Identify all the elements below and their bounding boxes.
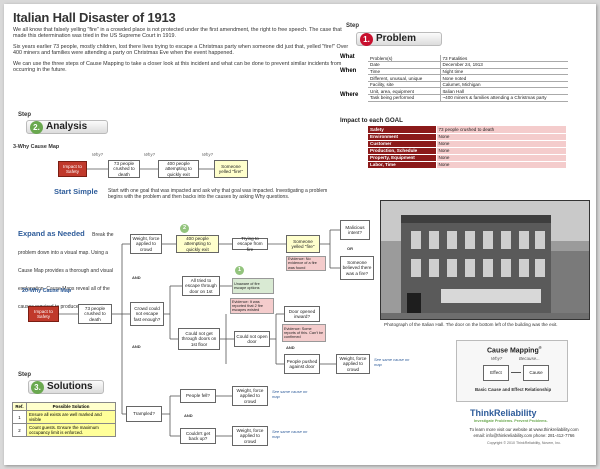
and-label: AND [184, 413, 193, 418]
and-label: AND [132, 344, 141, 349]
map-evidence-reports: Evidence: Some reports of this. Can't be… [282, 324, 326, 342]
solutions-header-solution: Possible Solution [27, 403, 116, 411]
three-why-impact-box: Impact to Safety [58, 161, 87, 177]
twenty-why-title: 20-Why Cause Map [22, 288, 71, 294]
step3-title: Solutions [47, 381, 93, 392]
step3-label: Step [18, 372, 31, 378]
logo-arrow [511, 372, 521, 373]
logo-effect-box: Effect [483, 365, 509, 381]
map-box-400-people: 400 people attempting to quickly exit [176, 235, 219, 253]
map-box-trampled: Trampled? [126, 406, 162, 422]
map-box-tried-door: All tried to escape through door on 1st [182, 276, 220, 296]
map-box-could-not-get-through: Could not get through doors on 1st floor [178, 328, 220, 350]
see-same-cause-note: See same cause on map [374, 358, 414, 367]
see-same-cause-note: See same cause on map [272, 390, 312, 399]
map-box-could-not-open: Could not open door [234, 331, 270, 347]
map-box-people-fell: People fell? [180, 389, 216, 403]
expand-title: Expand as Needed [18, 229, 85, 238]
three-why-box-exit: 400 people attempting to quickly exit [158, 160, 199, 178]
solution-ref: 2 [13, 424, 27, 437]
or-label: OR [347, 246, 353, 251]
brand-name: ThinkReliability [470, 408, 537, 418]
why-label: Why? [144, 152, 155, 157]
logo-cause-box: Cause [523, 365, 549, 381]
solutions-table: Ref. Possible Solution 1 Ensure all exis… [12, 402, 116, 437]
cause-mapping-title: Cause Mapping® [487, 345, 542, 354]
start-simple-text: Start with one goal that was impacted an… [108, 188, 336, 200]
photo-caption: Photograph of the Italian Hall. The door… [384, 322, 594, 327]
solution-row: 2 Count guests. Ensure the maximum occup… [13, 424, 116, 437]
map-box-crushed: 73 people crushed to death [78, 304, 112, 324]
three-why-box-crushed: 73 people crushed to death [108, 160, 140, 178]
logo-why-label: Why? [491, 356, 502, 361]
map-step-number: 2 [180, 224, 189, 233]
brand-copyright: Copyright © 2010 ThinkReliability, Novem… [454, 441, 594, 445]
solution-row: 1 Ensure all exists are well marked and … [13, 411, 116, 424]
and-label: AND [132, 275, 141, 280]
map-box-unaware: Unaware of fire escape options [232, 278, 274, 294]
brand-tagline: Investigate Problems. Prevent Problems. [474, 419, 548, 423]
map-box-door-inward: Door opened inward? [284, 306, 320, 322]
registered-mark: ® [539, 345, 542, 350]
map-box-yelled-fire: Someone yelled "fire" [286, 235, 320, 253]
map-evidence-fire-escapes: Evidence: It was reported that 2 fire es… [230, 298, 274, 314]
worksheet-page: Italian Hall Disaster of 1913 We all kno… [4, 4, 596, 465]
map-box-weight-4: Weight, force applied to crowd [232, 426, 268, 446]
solution-text: Count guests. Ensure the maximum occupan… [27, 424, 116, 437]
see-same-cause-note: See same cause on map [272, 430, 312, 439]
brand-learn-more: To learn more visit our website at www.t… [454, 427, 594, 432]
map-box-weight-3: Weight, force applied to crowd [232, 386, 268, 406]
italian-hall-photo [380, 200, 590, 320]
map-evidence-no-fire: Evidence: No evidence of a fire was foun… [286, 256, 326, 271]
map-box-weight-2: Weight, force applied to crowd [336, 354, 370, 374]
map-box-malicious: Malicious intent? [340, 220, 370, 240]
building-illustration [381, 201, 590, 320]
expand-text: Break the problem down into a visual map… [18, 232, 114, 310]
logo-because-label: Because... [519, 356, 540, 361]
logo-caption: Basic Cause and Effect Relationship [475, 387, 551, 392]
cause-mapping-box: Cause Mapping® Why? Because... Effect Ca… [456, 340, 568, 402]
solutions-header-ref: Ref. [13, 403, 27, 411]
map-box-weight: Weight, force applied to crowd [130, 234, 162, 254]
cause-mapping-title-text: Cause Mapping [487, 347, 539, 354]
step3-number: 3. [31, 381, 44, 394]
why-label: Why? [202, 152, 213, 157]
map-box-could-not-escape: Crowd could not escape fast enough? [130, 302, 164, 326]
expand-section: Expand as Needed Break the problem down … [18, 223, 118, 313]
why-label: Why? [92, 152, 103, 157]
solutions-header-row: Ref. Possible Solution [13, 403, 116, 411]
start-simple-title: Start Simple [54, 187, 98, 196]
three-why-box-fire: Someone yelled "fire!" [214, 160, 248, 178]
brand-contact: email: info@thinkreliability.com phone: … [454, 433, 594, 438]
solution-text: Ensure all exists are well marked and vi… [27, 411, 116, 424]
map-step-number: 1 [235, 266, 244, 275]
map-box-couldnt-get-up: Couldn't get back up? [180, 428, 216, 444]
and-label: AND [286, 345, 295, 350]
map-box-believed-fire: Someone believed there was a fire? [340, 256, 374, 280]
map-box-escape-fire: Trying to escape from fire [232, 238, 268, 250]
map-impact-box: Impact to Safety [28, 306, 59, 322]
solution-ref: 1 [13, 411, 27, 424]
map-box-people-pushed: People pushed against door [284, 354, 320, 374]
